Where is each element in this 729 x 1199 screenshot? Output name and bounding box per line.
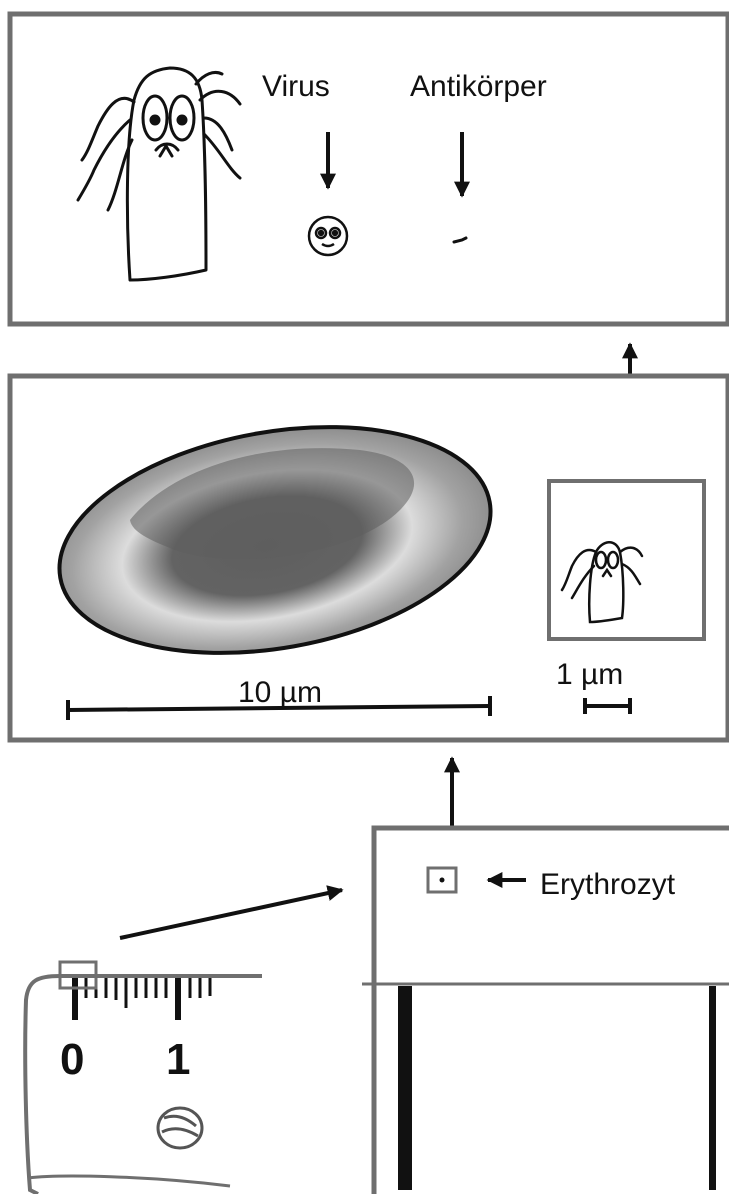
ruler-number-0: 0: [60, 1035, 84, 1084]
virus-label: Virus: [262, 70, 330, 103]
antibody-label: Antikörper: [410, 70, 547, 103]
ruler-number-1: 1: [166, 1035, 190, 1084]
scale-10um-label: 10 µm: [238, 676, 322, 709]
erythrocyte-dot: [440, 878, 445, 883]
zoom-arrow-to-bottom-panel: [120, 890, 342, 938]
top-panel-frame: [10, 14, 728, 324]
inset-frame: [549, 481, 704, 639]
blood-drop-sketch: [158, 1108, 202, 1148]
ruler-mark-thick: [398, 986, 412, 1190]
ruler-outline: [25, 976, 262, 1194]
ruler-bottom-edge: [28, 1176, 230, 1186]
scale-1um-label: 1 µm: [556, 658, 623, 691]
ruler-mark-thin: [709, 986, 716, 1190]
erythrocyte-label: Erythrozyt: [540, 868, 676, 901]
